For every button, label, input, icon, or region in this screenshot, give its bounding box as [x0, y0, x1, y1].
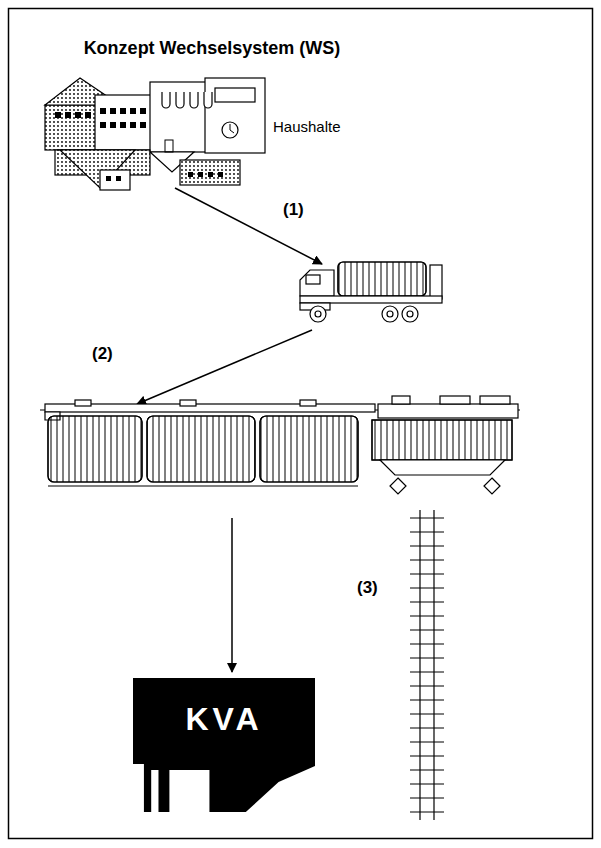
place-label: Haushalte	[273, 118, 341, 135]
factory-label: KVA	[133, 702, 315, 737]
callout-number: (1)	[283, 200, 304, 220]
factory-outline	[133, 678, 315, 812]
diagram-title: Konzept Wechselsystem (WS)	[84, 38, 341, 59]
factory-symbol: KVA	[133, 678, 315, 812]
callout-number: (2)	[92, 344, 113, 364]
callout-number: (3)	[357, 578, 378, 598]
